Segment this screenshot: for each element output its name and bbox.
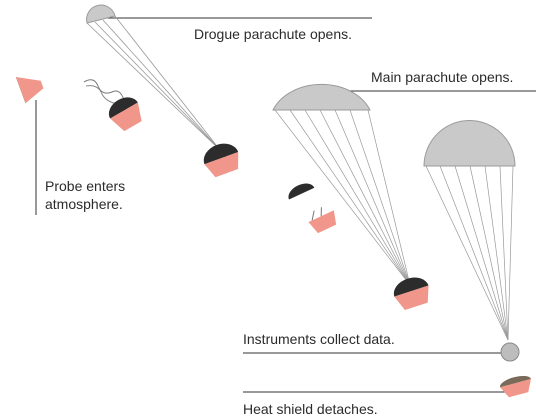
probe-entry-label-line2: atmosphere. — [45, 195, 125, 213]
probe-entry-label: Probe enters atmosphere. — [45, 177, 125, 213]
drogue-parachute-label: Drogue parachute opens. — [194, 25, 352, 43]
probe-pilot-chute-icon — [84, 80, 147, 134]
heat-shield-label: Heat shield detaches. — [243, 400, 378, 418]
instruments-label: Instruments collect data. — [243, 330, 395, 348]
descent-parachute-icon — [424, 121, 534, 399]
probe-entry-label-line1: Probe enters — [45, 177, 125, 195]
main-parachute-label: Main parachute opens. — [371, 68, 513, 86]
main-parachute-icon — [273, 84, 433, 311]
probe-entry-icon — [16, 69, 46, 103]
